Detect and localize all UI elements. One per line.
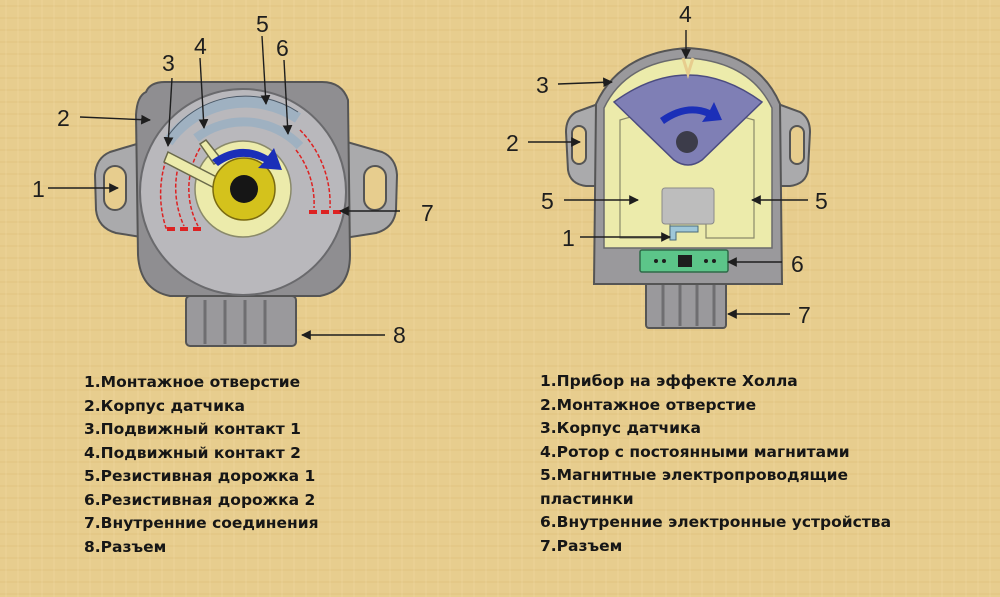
mounting-hole-left-ear xyxy=(564,102,599,187)
legend-item: 8.Разъем xyxy=(84,537,167,556)
resistive-sensor-illustration xyxy=(93,81,399,347)
circuit-board xyxy=(639,249,729,273)
legend-item: 2.Корпус датчика xyxy=(84,396,245,415)
left-callout-labels: 1 2 3 4 5 6 7 8 xyxy=(32,11,434,348)
right-callout-2: 2 xyxy=(506,130,519,156)
resistive-sensor-legend: 1.Монтажное отверстие 2.Корпус датчика 3… xyxy=(84,371,319,559)
legend-item: 5.Магнитные электропроводящие пластинки xyxy=(540,466,849,508)
right-callout-6: 6 xyxy=(791,251,804,277)
hall-sensor-legend: 1.Прибор на эффекте Холла 2.Монтажное от… xyxy=(540,370,891,558)
legend-item: 4.Ротор с постоянными магнитами xyxy=(540,442,850,461)
legend-item: 6.Внутренние электронные устройства xyxy=(540,513,892,531)
connector xyxy=(645,281,727,329)
mounting-hole-right-ear xyxy=(777,102,812,187)
left-callout-1: 1 xyxy=(32,176,45,202)
left-callout-4: 4 xyxy=(194,33,207,59)
resistive-track-2 xyxy=(193,117,304,150)
left-callout-lines xyxy=(48,35,400,340)
pole-piece xyxy=(661,187,715,225)
left-callout-5: 5 xyxy=(256,11,269,37)
right-callout-3: 3 xyxy=(536,72,549,98)
legend-item: 7.Разъем xyxy=(540,536,623,555)
legend-item: 6.Резистивная дорожка 2 xyxy=(84,490,316,509)
left-callout-7: 7 xyxy=(421,200,434,226)
magnet-rotor xyxy=(612,74,764,166)
left-callout-3: 3 xyxy=(162,50,175,76)
left-callout-6: 6 xyxy=(276,35,289,61)
legend-item: 3.Корпус датчика xyxy=(540,419,701,437)
right-callout-5-left: 5 xyxy=(541,188,554,214)
left-callout-8: 8 xyxy=(393,322,406,348)
legend-item: 1.Монтажное отверстие xyxy=(84,373,301,391)
right-callout-1: 1 xyxy=(562,225,575,251)
rotation-arrow xyxy=(212,148,282,170)
right-callout-5-right: 5 xyxy=(815,188,828,214)
legend-item: 1.Прибор на эффекте Холла xyxy=(540,372,798,390)
right-callout-4: 4 xyxy=(679,1,692,27)
rotor-shaft xyxy=(676,131,698,153)
legend-item: 2.Монтажное отверстие xyxy=(540,395,757,414)
right-callout-labels: 4 3 2 5 5 1 6 7 xyxy=(506,1,828,328)
legend-item: 3.Подвижный контакт 1 xyxy=(84,420,301,438)
left-callout-2: 2 xyxy=(57,105,70,131)
right-callout-lines xyxy=(528,30,808,319)
connector xyxy=(185,295,297,347)
resistive-track-1 xyxy=(163,96,302,146)
legend-item: 4.Подвижный контакт 2 xyxy=(84,443,301,462)
hall-sensor-illustration xyxy=(564,46,812,329)
right-callout-7: 7 xyxy=(798,302,811,328)
legend-item: 7.Внутренние соединения xyxy=(84,514,319,532)
legend-item: 5.Резистивная дорожка 1 xyxy=(84,467,316,485)
rotation-arrow xyxy=(660,102,722,124)
shaft-hole xyxy=(230,175,258,203)
